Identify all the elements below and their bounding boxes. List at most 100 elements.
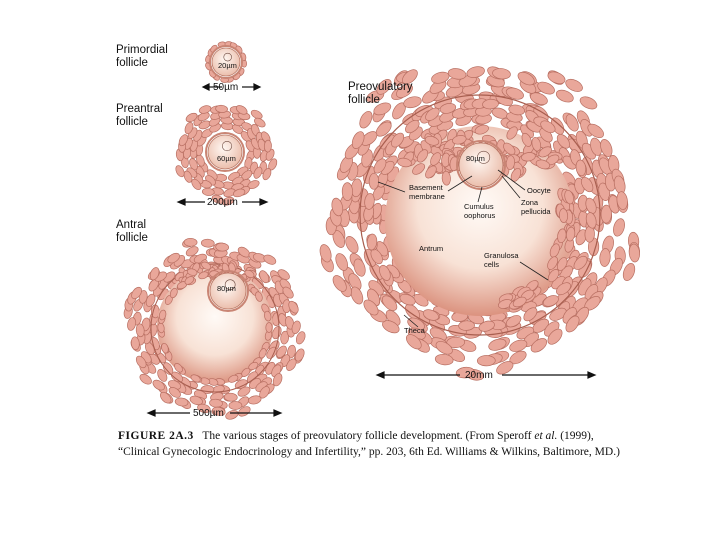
granulosa-cell [215,104,228,113]
preantral-follicle [175,104,278,206]
granulosa-cell [223,188,236,198]
granulosa-cell [376,79,392,95]
granulosa-cell [353,258,366,277]
oocyte-nucleus [223,52,232,62]
granulosa-cell [211,194,224,204]
granulosa-cell [263,139,272,153]
preantral-size: 200µm [207,197,238,208]
granulosa-cell [159,391,172,404]
granulosa-cell [391,132,405,148]
granulosa-cell [441,170,451,186]
granulosa-cell [285,316,295,330]
granulosa-cell [198,271,209,280]
granulosa-cell [496,361,514,375]
granulosa-cell [505,155,515,170]
granulosa-cell [381,295,398,311]
granulosa-cell [197,403,211,413]
granulosa-cell [555,89,574,103]
granulosa-cell [585,212,597,229]
granulosa-cell [190,374,201,383]
granulosa-cell [364,193,375,210]
granulosa-cell [521,152,536,162]
granulosa-cell [178,134,189,147]
granulosa-cell [549,243,560,258]
preovulatory-size: 20mm [465,370,493,381]
granulosa-cell [345,236,359,254]
granulosa-cell [405,119,420,134]
oocyte-nucleus [477,150,491,164]
granulosa-cell [294,348,305,362]
granulosa-cell [237,386,251,397]
granulosa-cell [587,123,604,139]
granulosa-cell [282,286,294,299]
granulosa-cell [557,228,567,244]
granulosa-cell [599,248,611,267]
oocyte [209,272,247,310]
granulosa-cell [373,102,392,116]
granulosa-cell [225,410,239,420]
oocyte-nucleus [224,279,236,291]
granulosa-cell [247,395,262,405]
granulosa-cell [439,103,457,114]
granulosa-cell [538,146,552,158]
granulosa-cell [263,254,277,265]
preovulatory-follicle [319,66,640,381]
granulosa-cell [162,362,174,375]
granulosa-cell [184,276,195,285]
granulosa-cell [492,68,511,80]
granulosa-cell [379,264,391,281]
granulosa-cell [517,71,535,86]
granulosa-cell [201,187,215,196]
granulosa-cell [184,121,194,135]
theca-boundary [359,94,601,336]
granulosa-cell [359,110,373,129]
granulosa-cell [168,386,181,398]
granulosa-cell [435,341,453,355]
granulosa-cell [295,331,306,345]
granulosa-cell [399,293,416,306]
preovulatory-oocyte-size: 80µm [466,154,485,163]
granulosa-cell [613,218,625,237]
granulosa-cell [264,310,272,322]
granulosa-cell [254,117,266,128]
granulosa-cell [505,315,522,328]
granulosa-cell [547,256,558,270]
granulosa-cell [158,309,167,321]
granulosa-cell [547,269,560,283]
granulosa-cell [403,96,422,109]
granulosa-cell [508,104,525,116]
granulosa-cell [628,243,640,263]
caption-text-1: The various stages of preovulatory folli… [202,430,535,442]
granulosa-cell [235,105,248,115]
oocyte [211,47,241,77]
granulosa-cell [135,355,147,369]
granulosa-cell [139,373,152,385]
granulosa-cell [425,165,437,179]
granulosa-cell [540,120,556,133]
basement-membrane [150,263,280,393]
granulosa-cell [186,268,198,276]
oocyte [458,142,504,188]
granulosa-cell [161,342,169,354]
granulosa-cell [332,275,347,292]
granulosa-cell [512,296,527,308]
granulosa-cell [564,189,574,205]
granulosa-cell [447,68,467,80]
granulosa-cell [509,339,528,352]
granulosa-cell [175,165,185,178]
granulosa-cell [397,157,412,168]
granulosa-cell [152,379,165,391]
granulosa-cell [505,87,524,100]
oocyte [207,134,243,170]
preantral-oocyte-size: 60µm [217,154,236,163]
granulosa-cell [405,334,422,350]
granulosa-cell [363,299,379,316]
theca-label: Theca [404,326,425,335]
granulosa-cell [366,233,378,251]
granulosa-cell [157,369,168,382]
granulosa-cell [600,139,613,157]
